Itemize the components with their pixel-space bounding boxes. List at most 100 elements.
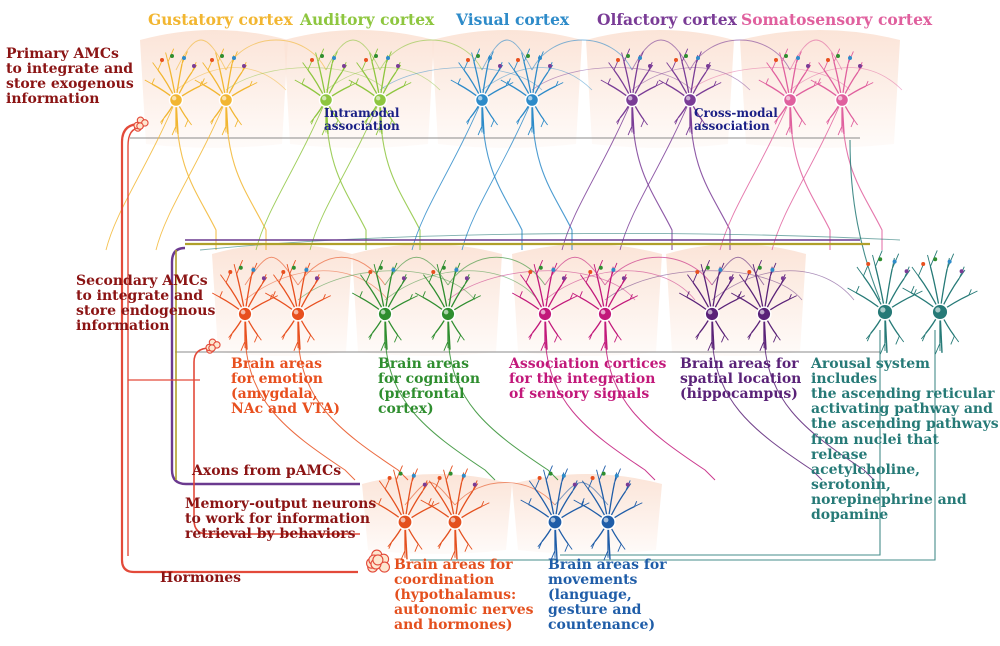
middle-arc (447, 256, 546, 286)
synapse-dot (431, 270, 436, 274)
synapse-dot (378, 265, 383, 270)
descending-axon (771, 99, 843, 251)
dendrite-twig (731, 291, 742, 298)
dendrite-twig (554, 334, 562, 343)
top-arc (481, 39, 533, 71)
top-arc (325, 67, 441, 91)
synapse-dot (192, 64, 196, 68)
synapse-dot (695, 270, 700, 274)
soma (524, 92, 540, 108)
soma-highlight (838, 96, 843, 101)
cluster-bead (372, 554, 384, 566)
dendrite-twig (520, 498, 532, 505)
dendrite-twig (464, 543, 473, 552)
synapse-dot (411, 473, 416, 478)
hormone-pathway (127, 127, 141, 556)
synapse-dot (261, 276, 266, 281)
synapse-dot (718, 267, 723, 272)
dendrite-twig (920, 333, 927, 342)
top-arc (789, 39, 843, 71)
dendrite-twig (537, 541, 543, 549)
dendrite-twig (600, 341, 606, 352)
dendrite-twig (679, 291, 690, 298)
synapse-dot (921, 262, 926, 266)
synapse-dot (437, 476, 442, 480)
synapse-dot (448, 471, 453, 476)
cluster-bead (208, 344, 216, 352)
middle-arc (447, 270, 636, 301)
dendrite-twig (370, 498, 382, 505)
dendrite-twig (414, 543, 423, 552)
synapse-dot (561, 473, 566, 478)
descending-axon (461, 99, 533, 251)
cortex-neuron (450, 48, 514, 136)
cortex-neuron (348, 48, 412, 136)
output-neuron (520, 465, 590, 561)
soma-highlight (443, 309, 449, 315)
neuron-layer (144, 48, 978, 561)
synapse-dot (590, 476, 595, 480)
dendrite-twig (431, 332, 436, 340)
descending-axon (711, 329, 823, 481)
secondary-neuron (572, 259, 638, 352)
top-arc (175, 39, 227, 71)
dendrite-twig (698, 119, 706, 128)
synapse-dot (959, 269, 964, 274)
dendrite-twig (171, 125, 177, 136)
synapse-dot (228, 270, 233, 274)
memory-output-neurons-label: Memory-output neurons to work for inform… (185, 496, 377, 543)
soma-highlight (600, 309, 606, 315)
coordination-areas-label: Brain areas for coordination (hypothalam… (394, 557, 534, 634)
synapse-dot (238, 265, 243, 270)
dendrite-twig (387, 541, 393, 549)
middle-arc (711, 270, 855, 301)
descending-axon (255, 99, 327, 251)
middle-arc (604, 270, 803, 301)
dendrite-twig (798, 119, 806, 128)
soma (782, 92, 798, 108)
output-neuron (420, 465, 490, 561)
synapse-dot (314, 276, 319, 281)
output-panel-1 (362, 474, 512, 554)
soma (290, 306, 306, 322)
dendrite-twig (934, 343, 941, 355)
middle-arc (384, 257, 449, 286)
dendrite-twig (364, 117, 369, 125)
soma (397, 514, 413, 530)
dendrite-twig (348, 78, 359, 85)
dendrite-twig (695, 332, 700, 340)
descending-axon (619, 99, 691, 251)
descending-axon (411, 99, 483, 251)
synapse-dot (310, 58, 314, 62)
descending-axon (105, 99, 177, 251)
synapse-dot (526, 54, 530, 58)
cortex-neuron (600, 48, 664, 136)
dendrite-twig (758, 78, 769, 85)
synapse-dot (796, 56, 800, 60)
soma (876, 303, 894, 321)
primary-amcs-label: Primary AMCs to integrate and store exog… (6, 46, 134, 108)
dendrite-twig (788, 293, 797, 300)
soma-highlight (759, 309, 765, 315)
dendrite-twig (221, 125, 227, 136)
soma (600, 514, 616, 530)
soma (547, 514, 563, 530)
synapse-dot (866, 262, 871, 266)
arousal-axon (199, 232, 901, 251)
bottom-arc (404, 482, 456, 506)
descending-axon (719, 99, 791, 251)
dendrite-twig (826, 117, 831, 125)
dendrite-twig (443, 341, 449, 352)
dendrite-twig (588, 332, 593, 340)
dendrite-twig (450, 550, 456, 561)
dendrite-twig (394, 334, 402, 343)
descending-axon (297, 329, 409, 481)
dendrite-twig (865, 80, 874, 87)
descending-axon (309, 99, 381, 251)
soma-highlight (880, 307, 886, 313)
synapse-dot (396, 64, 400, 68)
synapse-dot (538, 265, 543, 270)
soma-highlight (240, 309, 246, 315)
dendrite-twig (785, 125, 791, 136)
dendrite-twig (572, 291, 583, 298)
